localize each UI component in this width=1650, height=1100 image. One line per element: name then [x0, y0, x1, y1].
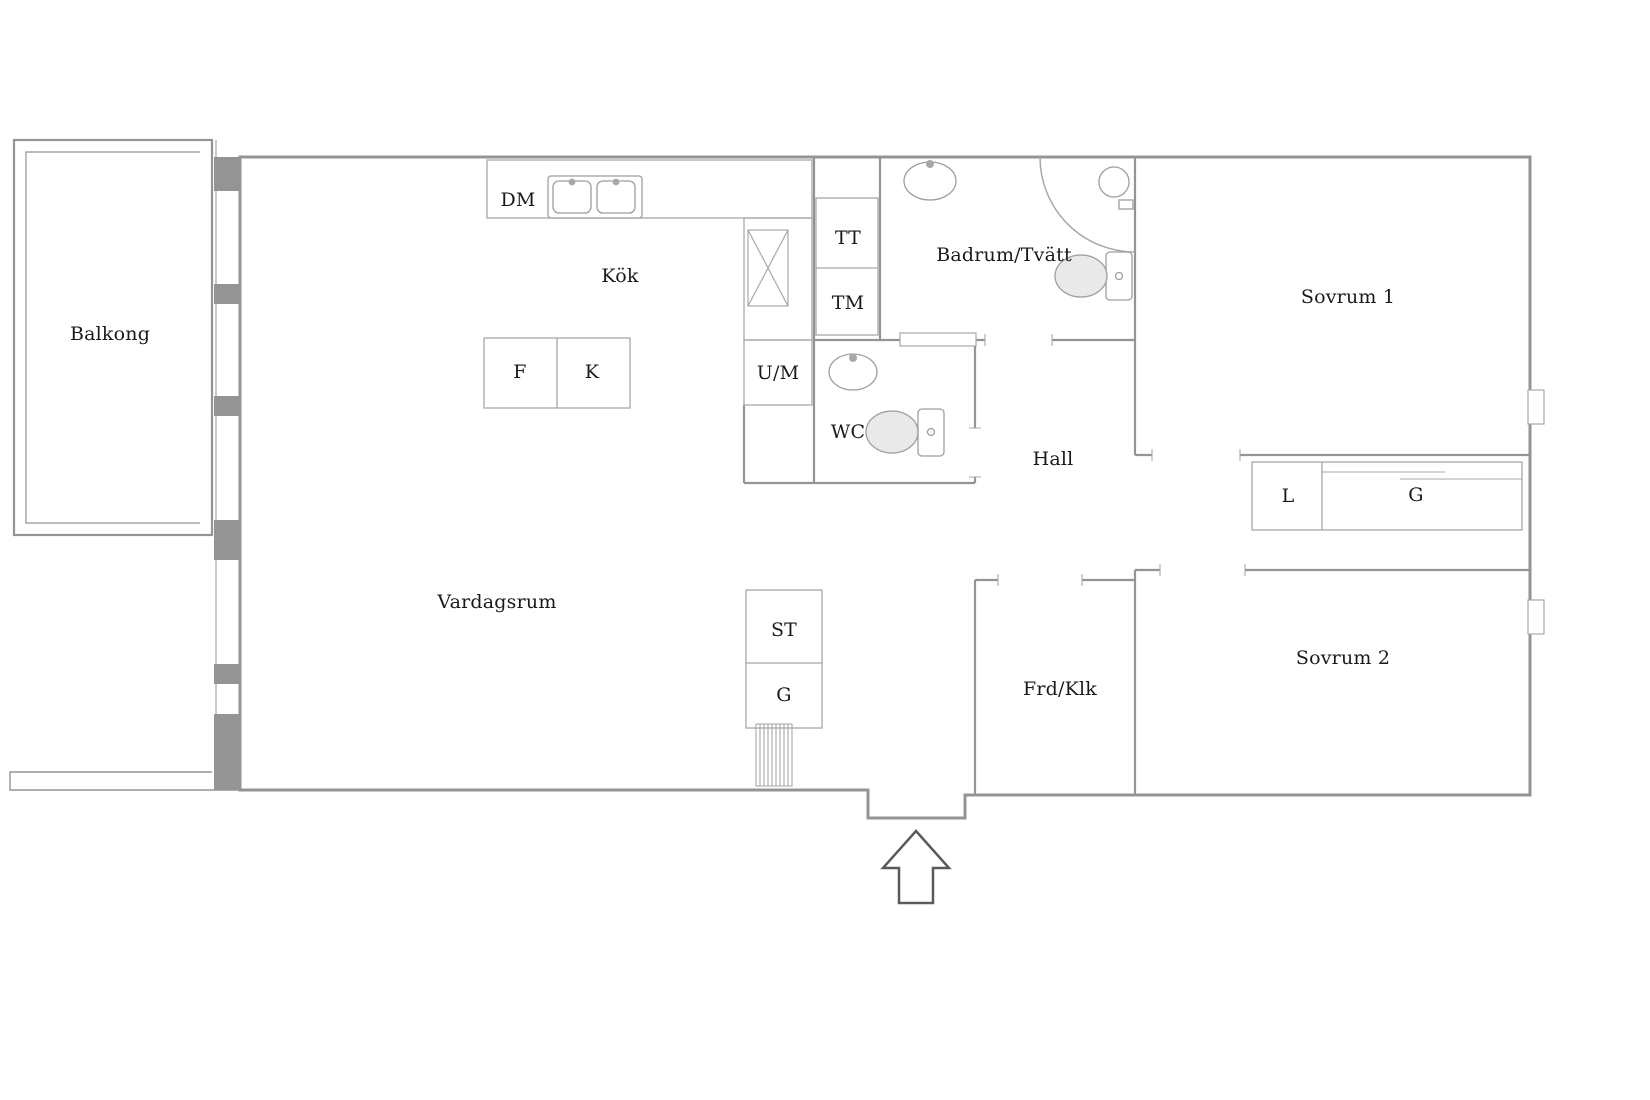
- entrance-arrow-icon: [880, 829, 952, 905]
- appliance-label-tt: TT: [834, 227, 862, 249]
- kitchen-sink-icon: [547, 175, 643, 219]
- closet-label-l: L: [1281, 485, 1295, 507]
- closet-label-g-wardrobe: G: [1408, 484, 1424, 506]
- room-label-vardagsrum: Vardagsrum: [437, 591, 557, 613]
- room-label-sovrum1: Sovrum 1: [1300, 286, 1396, 308]
- corner-cabinet-icon: [747, 229, 789, 307]
- room-label-badrum: Badrum/Tvätt: [936, 244, 1072, 266]
- room-label-balkong: Balkong: [69, 323, 151, 345]
- wc-shelf: [899, 332, 977, 347]
- appliance-label-k: K: [584, 361, 600, 383]
- radiator-icon: [755, 723, 793, 787]
- appliance-label-um: U/M: [756, 362, 800, 384]
- window-band-left: [214, 140, 240, 790]
- room-label-hall: Hall: [1032, 448, 1074, 470]
- room-label-kok: Kök: [601, 265, 639, 287]
- appliance-label-dm: DM: [500, 189, 536, 211]
- shower-screen-arc: [1039, 156, 1136, 253]
- window-right-2: [1527, 599, 1545, 635]
- fridge-freezer-unit: [483, 337, 631, 409]
- closet-label-st: ST: [770, 619, 798, 641]
- room-label-wc: WC: [830, 421, 866, 443]
- washer-dryer-unit: [815, 197, 879, 336]
- wc-toilet-icon: [865, 408, 945, 457]
- room-label-frd-klk: Frd/Klk: [1022, 678, 1098, 700]
- door-jambs: [969, 334, 1246, 586]
- window-right-1: [1527, 389, 1545, 425]
- bathroom-sink-icon: [903, 160, 957, 201]
- closet-label-g-closet: G: [776, 684, 792, 706]
- bathroom-toilet-icon: [1054, 251, 1133, 301]
- balcony-outline: [12, 138, 214, 537]
- wc-sink-icon: [828, 353, 878, 391]
- appliance-label-tm: TM: [831, 292, 865, 314]
- oven-microwave-unit: [743, 339, 813, 406]
- closet-st-g: [745, 589, 823, 729]
- kitchen-counter: [486, 159, 813, 341]
- room-label-sovrum2: Sovrum 2: [1295, 647, 1391, 669]
- round-basin-icon: [1098, 166, 1134, 210]
- apartment-outer-walls: [9, 155, 1532, 820]
- appliance-label-f: F: [513, 361, 527, 383]
- wardrobe-l-g: [1251, 461, 1523, 531]
- interior-walls: [742, 157, 1530, 795]
